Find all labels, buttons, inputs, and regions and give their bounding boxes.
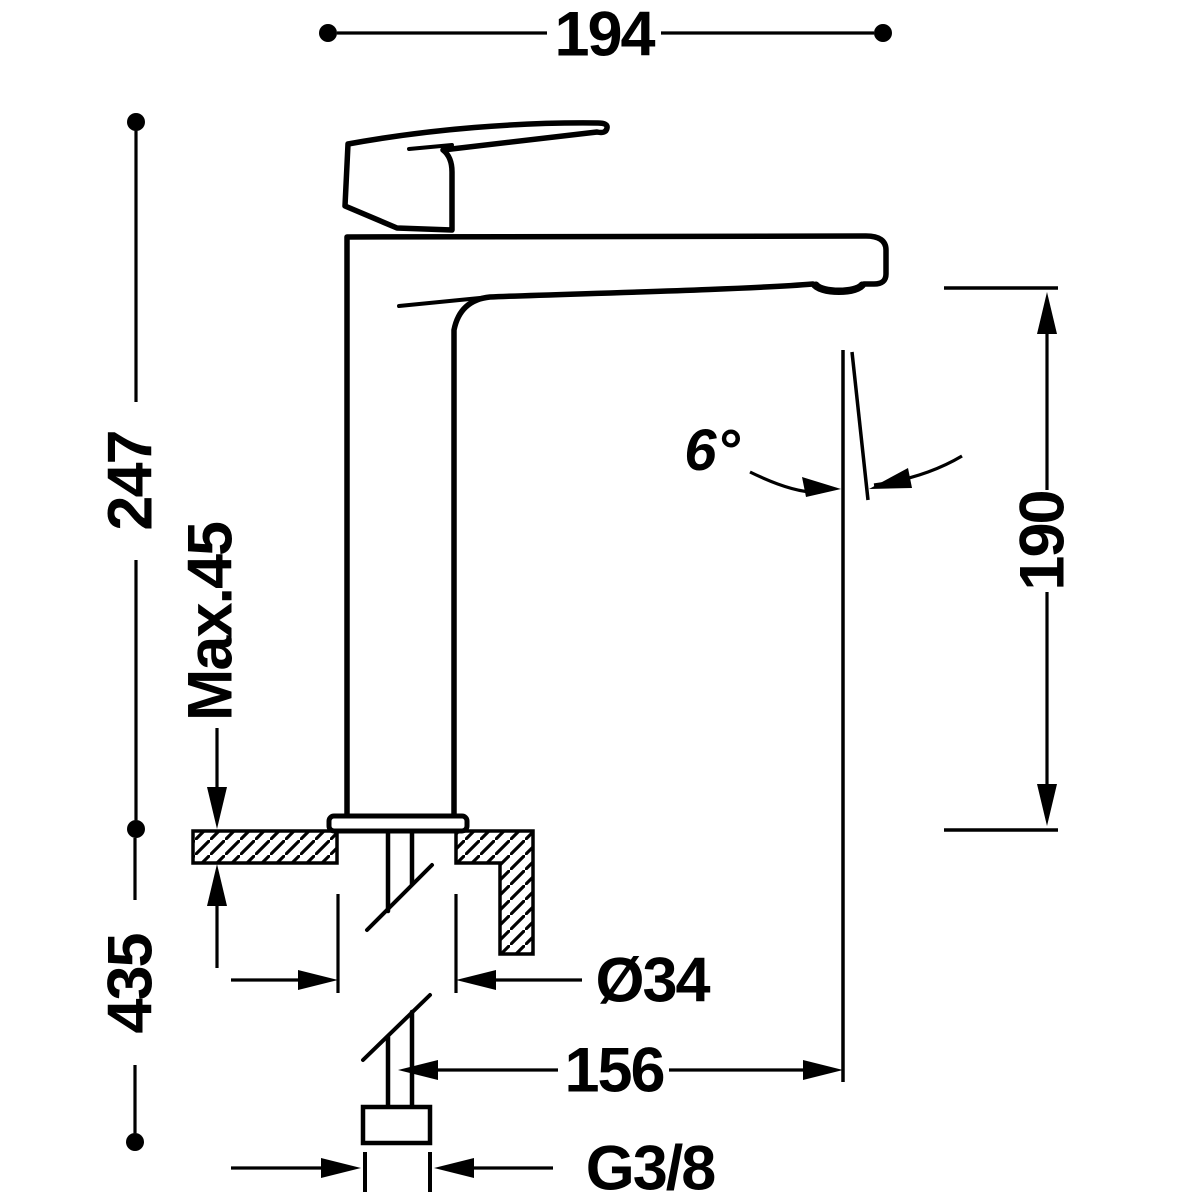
- dim-label-hole-diameter: Ø34: [595, 945, 710, 1016]
- arrowhead-left: [869, 468, 912, 489]
- stream-tilted-line: [850, 351, 870, 501]
- counter-section: [191, 829, 535, 956]
- dim-dot: [127, 113, 145, 131]
- handle-lever: [342, 120, 610, 233]
- arrowhead-left: [434, 1158, 474, 1178]
- dim-dot: [874, 24, 892, 42]
- arrowhead-right: [321, 1158, 361, 1178]
- arrowhead-up: [1037, 292, 1057, 334]
- base-flange: [326, 813, 470, 834]
- dim-190: [944, 286, 1058, 832]
- spout-outlet: [812, 281, 866, 295]
- dim-156: [398, 1060, 843, 1080]
- dim-label-spout-angle: 6°: [684, 418, 740, 483]
- arrowhead-right: [803, 1060, 843, 1080]
- dim-dot: [127, 820, 145, 838]
- dim-label-total-height: 247: [95, 431, 166, 531]
- arrowhead-down: [1037, 784, 1057, 826]
- arrowhead-left: [398, 1060, 438, 1080]
- faucet-outline: [326, 120, 889, 834]
- spout-body: [344, 233, 889, 821]
- dim-label-thread-size: G3/8: [585, 1133, 717, 1200]
- dim-194: [319, 24, 892, 42]
- counter-left-slab: [191, 829, 339, 865]
- dim-435: [126, 838, 144, 1151]
- dim-dot: [126, 1133, 144, 1151]
- dim-247: [127, 113, 145, 838]
- arrowhead-right: [802, 477, 841, 497]
- arrowhead-down: [207, 787, 227, 829]
- dim-label-spout-reach: 156: [564, 1035, 665, 1106]
- arrowhead-right: [298, 970, 338, 990]
- dim-label-spout-height: 190: [1007, 491, 1078, 591]
- break-line-lower: [361, 993, 432, 1062]
- arrowhead-up: [207, 864, 227, 906]
- arrowhead-left: [456, 970, 496, 990]
- dim-max45: [207, 728, 227, 968]
- angle-6deg: [749, 350, 963, 1082]
- dim-label-top-width: 194: [554, 0, 655, 70]
- dim-label-below-counter-length: 435: [95, 934, 166, 1034]
- counter-right-slab: [454, 829, 535, 956]
- dim-dot: [319, 24, 337, 42]
- shank: [360, 828, 434, 1146]
- dim-g38: [231, 1152, 553, 1192]
- dim-o34: [231, 894, 582, 993]
- spout-underside-line: [397, 295, 492, 308]
- thread-block: [360, 1104, 433, 1146]
- break-line-upper: [365, 863, 434, 932]
- handle-detail-line: [407, 143, 454, 151]
- dim-label-max-counter-thickness: Max.45: [175, 522, 246, 722]
